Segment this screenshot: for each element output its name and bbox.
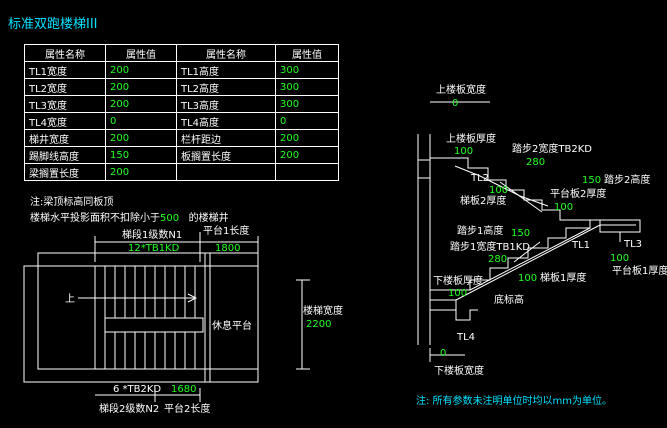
section-step2-height-value[interactable]: 150 <box>582 175 601 186</box>
section-slab2-value[interactable]: 100 <box>489 185 508 196</box>
section-view <box>417 101 641 362</box>
table-row: TL1宽度 200 TL1高度 300 <box>24 61 339 79</box>
section-step1-height-value[interactable]: 150 <box>511 228 530 239</box>
section-slab1-value[interactable]: 100 <box>518 273 537 284</box>
table-row: TL4宽度 0 TL4高度 0 <box>24 112 339 130</box>
plan-seg1-value[interactable]: 12*TB1KD <box>128 243 180 254</box>
section-slab1-label: 梯板1厚度 <box>540 271 586 284</box>
drawing-title: 标准双跑楼梯III <box>8 17 98 32</box>
section-lower-floor-width-value[interactable]: 0 <box>440 348 446 359</box>
plan-up-label: 上 <box>65 293 75 305</box>
section-upper-floor-width-label: 上楼板宽度 <box>436 83 486 96</box>
plan-plat2-label: 平台2长度 <box>164 402 210 415</box>
section-plat2-thk-value[interactable]: 100 <box>554 202 573 213</box>
note-area-suffix: 的楼梯井 <box>188 213 229 224</box>
plan-view <box>23 232 310 402</box>
plan-rest-label: 休息平台 <box>212 319 252 332</box>
plan-plat1-value[interactable]: 1800 <box>215 243 240 254</box>
property-value[interactable] <box>275 163 339 181</box>
section-bottom-height-label: 底标高 <box>494 293 524 306</box>
plan-plat2-value[interactable]: 1680 <box>171 384 196 395</box>
section-plat2-thk-label: 平台板2厚度 <box>550 187 606 200</box>
section-step1-width-value[interactable]: 280 <box>488 254 507 265</box>
table-row: 梁搁置长度 200 <box>24 163 339 181</box>
section-tl1-label: TL1 <box>571 240 590 251</box>
property-value[interactable]: 200 <box>275 146 339 164</box>
section-step1-height-label: 踏步1高度 <box>457 224 503 237</box>
section-lower-floor-depth-value[interactable]: 100 <box>448 288 467 299</box>
table-row: TL3宽度 200 TL3高度 300 <box>24 95 339 113</box>
section-lower-floor-depth-label: 下楼板厚度 <box>433 274 483 287</box>
table-row: TL2宽度 200 TL2高度 300 <box>24 78 339 96</box>
section-tl3-label: TL3 <box>623 239 642 250</box>
section-plat1-thk-value[interactable]: 100 <box>610 253 629 264</box>
section-step2-height-label: 踏步2高度 <box>604 173 650 186</box>
plan-seg1-label: 梯段1级数N1 <box>122 228 182 241</box>
section-lower-floor-width-label: 下楼板宽度 <box>434 364 484 377</box>
section-slab2-label: 梯板2厚度 <box>460 194 506 207</box>
table-row: 踢脚线高度 150 板搁置长度 200 <box>24 146 339 164</box>
section-plat1-thk-label: 平台板1厚度 <box>612 264 667 277</box>
property-table: 属性名称 属性值 属性名称 属性值 TL1宽度 200 TL1高度 300 TL… <box>24 44 339 181</box>
plan-plat1-label: 平台1长度 <box>203 224 249 237</box>
section-step2-width-label: 踏步2宽度TB2KD <box>512 142 592 155</box>
note-area-value[interactable]: 500 <box>160 213 180 224</box>
section-upper-floor-depth-value[interactable]: 100 <box>454 146 473 157</box>
plan-seg2-value[interactable]: 6 *TB2KD <box>113 384 161 395</box>
section-tl2-label: TL2 <box>470 173 489 184</box>
section-upper-floor-depth-label: 上楼板厚度 <box>446 132 496 145</box>
property-value[interactable]: 0 <box>275 112 339 130</box>
table-row: 梯井宽度 200 栏杆距边 200 <box>24 129 339 147</box>
section-tl4-label: TL4 <box>456 332 475 343</box>
note-area: 楼梯水平投影面积不扣除小于500 的楼梯井 <box>30 209 229 224</box>
note-beam-top: 注:梁顶标高同板顶 <box>30 197 114 208</box>
plan-seg2-label: 梯段2级数N2 <box>99 402 159 415</box>
plan-width-label: 楼梯宽度 <box>303 304 343 317</box>
section-step2-width-value[interactable]: 280 <box>526 157 545 168</box>
section-step1-width-label: 踏步1宽度TB1KD <box>450 240 530 253</box>
plan-width-value[interactable]: 2200 <box>306 319 331 330</box>
note-area-prefix: 楼梯水平投影面积不扣除小于 <box>30 213 160 224</box>
section-upper-floor-width-value[interactable]: 0 <box>452 98 458 109</box>
footnote: 注: 所有参数未注明单位时均以mm为单位。 <box>416 396 613 407</box>
